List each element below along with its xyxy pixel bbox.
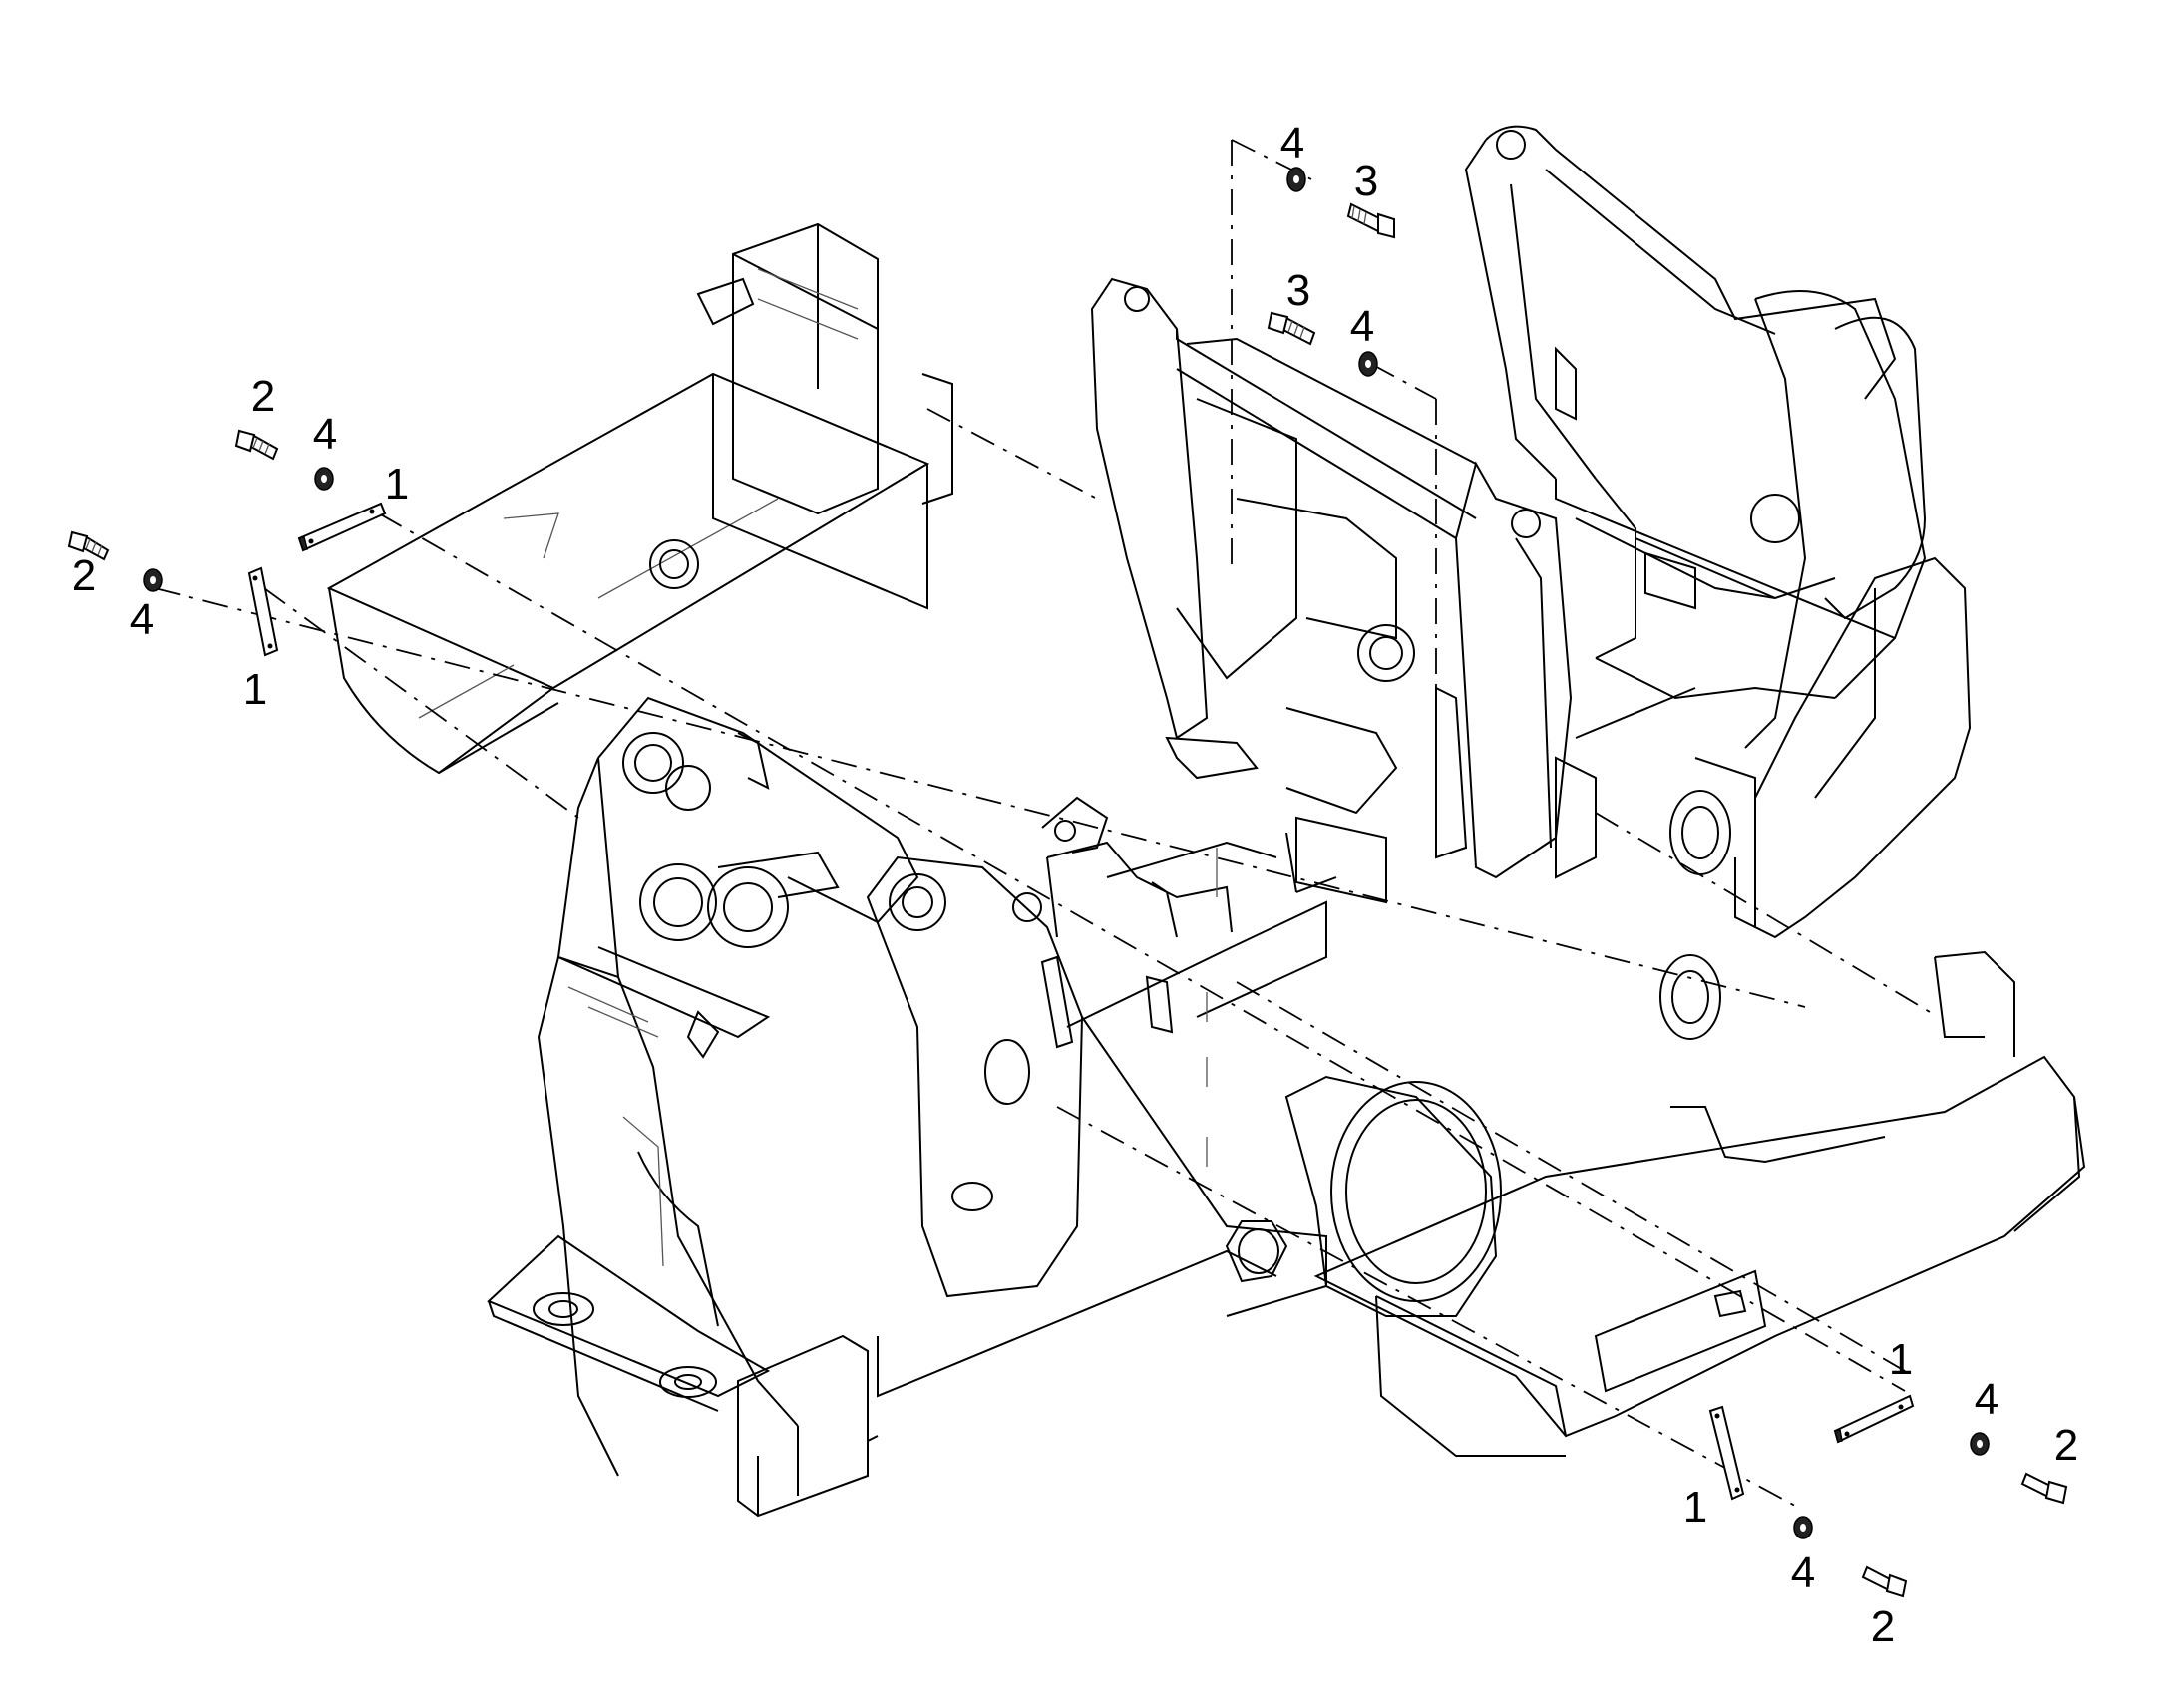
bolt-top-2 bbox=[1267, 311, 1316, 346]
washer-upper-left bbox=[314, 467, 334, 491]
strap-lower-right-2 bbox=[1708, 1405, 1745, 1501]
washer-top-2 bbox=[1358, 351, 1378, 377]
strap-upper-left bbox=[297, 502, 387, 552]
callout-bolt-upper-left: 2 bbox=[251, 372, 275, 421]
callout-bolt-top-1: 3 bbox=[1354, 157, 1378, 205]
callout-washer-upper-left: 4 bbox=[313, 410, 337, 459]
right-cage bbox=[1464, 125, 1927, 749]
washer-far-left bbox=[143, 568, 163, 592]
machine-frame bbox=[326, 125, 2086, 1518]
front-bumper bbox=[1313, 950, 2086, 1457]
callout-bolt-far-left: 2 bbox=[72, 551, 96, 600]
front-left-frame bbox=[487, 696, 1277, 1518]
bolt-upper-left bbox=[234, 429, 279, 461]
callout-strap-far-left: 1 bbox=[243, 665, 267, 714]
callout-washer-top-1: 4 bbox=[1280, 119, 1304, 168]
callout-strap-lower-right-2: 1 bbox=[1683, 1483, 1707, 1532]
callout-bolt-lower-right-2: 2 bbox=[1871, 1602, 1895, 1651]
callout-washer-lower-right-1: 4 bbox=[1975, 1375, 1998, 1424]
right-fender bbox=[1555, 316, 1972, 1040]
callout-bolt-lower-right-1: 2 bbox=[2054, 1421, 2078, 1470]
bolt-far-left bbox=[67, 530, 110, 561]
callout-bolt-top-2: 3 bbox=[1286, 266, 1310, 315]
washer-lower-right-2 bbox=[1793, 1516, 1813, 1539]
rear-left-fender bbox=[326, 222, 953, 775]
callout-strap-lower-right-1: 1 bbox=[1889, 1335, 1913, 1384]
washer-lower-right-1 bbox=[1970, 1432, 1990, 1456]
bolt-lower-right-2 bbox=[1861, 1565, 1908, 1598]
center-frame bbox=[866, 796, 1502, 1317]
callout-strap-upper-left: 1 bbox=[385, 460, 409, 509]
callout-washer-far-left: 4 bbox=[130, 595, 154, 644]
callout-washer-lower-right-2: 4 bbox=[1791, 1548, 1815, 1597]
washer-top-1 bbox=[1286, 167, 1306, 192]
rops-posts bbox=[1090, 277, 1573, 904]
bolt-top-1 bbox=[1346, 202, 1395, 239]
hardware-parts bbox=[67, 167, 2068, 1598]
callout-labels: 4 3 3 4 2 4 1 2 4 1 1 4 2 1 4 2 bbox=[72, 119, 2078, 1651]
callout-washer-top-2: 4 bbox=[1350, 302, 1374, 351]
assembly-lines bbox=[154, 139, 1931, 1507]
strap-lower-right-1 bbox=[1833, 1394, 1915, 1444]
strap-far-left bbox=[247, 566, 279, 657]
bolt-lower-right-1 bbox=[2020, 1472, 2068, 1505]
